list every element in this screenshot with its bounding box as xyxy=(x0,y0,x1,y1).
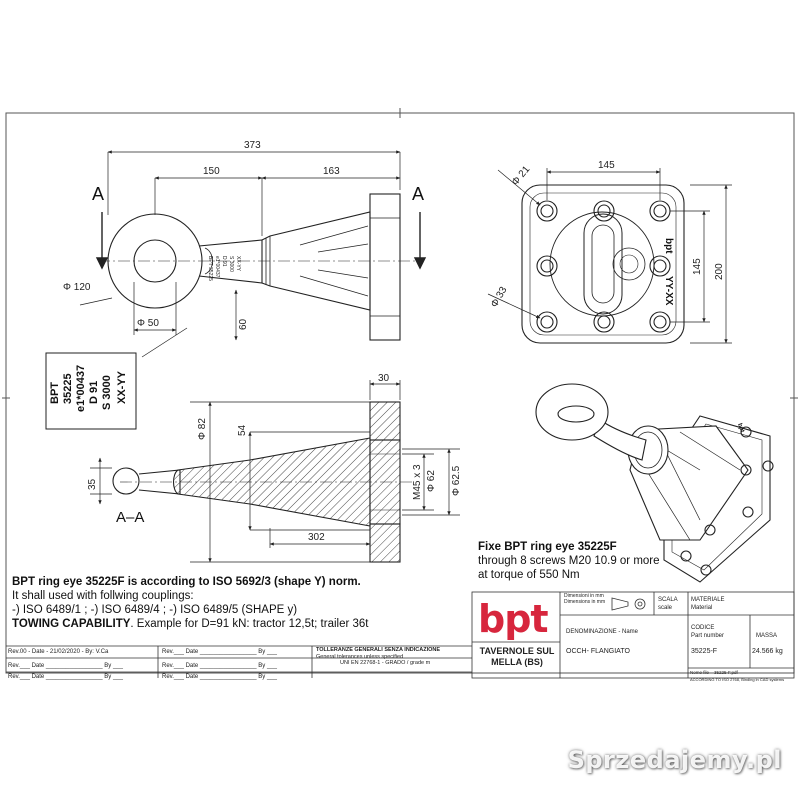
svg-text:S 3000: S 3000 xyxy=(228,256,234,272)
note-couplings-intro: It shall used with follwing couplings: xyxy=(12,590,194,602)
stamp-line-1: BPT xyxy=(49,382,61,404)
watermark: Sprzedajemy.pl xyxy=(567,746,782,774)
name-label: DENOMINAZIONE - Name xyxy=(566,629,639,635)
dim-eye-to-flange: 150 xyxy=(203,166,220,177)
caption-screws: through 8 screws M20 10.9 or more xyxy=(478,555,660,567)
notes-block: BPT ring eye 35225F is according to ISO … xyxy=(12,575,369,631)
stamp-line-2: 35225 xyxy=(62,373,74,404)
name-value: OCCH- FLANGIATO xyxy=(566,648,630,655)
svg-text:bpt: bpt xyxy=(478,597,548,641)
dim-spigot-dia: Φ 82 xyxy=(197,418,208,440)
dim-dia-625: Φ 62.5 xyxy=(451,465,462,496)
dim-bolt-spacing-v: 145 xyxy=(692,258,703,275)
caption-title: Fixe BPT ring eye 35225F xyxy=(478,541,617,553)
caption-torque: at torque of 550 Nm xyxy=(478,569,580,581)
code-label: CODICE Part number xyxy=(691,625,725,639)
revision-row-5: Rev.___ Date _________________ By ___ xyxy=(162,674,277,680)
section-arrow-right xyxy=(413,212,427,270)
scale-label: SCALA scale xyxy=(658,597,678,611)
svg-text:BPT 35225: BPT 35225 xyxy=(207,256,213,281)
svg-text:D 91: D 91 xyxy=(221,256,227,267)
revision-row-0: Rev.00 - Date - 21/02/2020 - By: V.Ca xyxy=(8,649,109,655)
flange-front-view xyxy=(521,184,685,344)
mass-label: MASSA xyxy=(756,633,778,639)
dim-overall-length: 373 xyxy=(244,140,261,151)
dim-shank-dia: 35 xyxy=(87,478,98,490)
dim-flange-hole: Φ 21 xyxy=(510,164,533,188)
section-label-left: A xyxy=(92,184,104,204)
note-towing-example: . Example for D=91 kN: tractor 12,5t; tr… xyxy=(130,618,369,630)
revision-row-3: Rev.___ Date _________________ By ___ xyxy=(162,663,277,669)
note-towing-title: TOWING CAPABILITY xyxy=(12,618,131,630)
revision-row-1: Rev.___ Date _________________ By ___ xyxy=(162,649,277,655)
company-name: TAVERNOLE SUL MELLA (BS) xyxy=(479,646,555,667)
iso-mark: bpt xyxy=(736,423,745,434)
section-label-right: A xyxy=(412,184,424,204)
neck-marking: BPT 35225 e1*00437 D 91 S 3000 XX-YY xyxy=(207,256,241,281)
file-name: Nome file 35225-F.pdf xyxy=(690,670,738,675)
stamp-line-4: D 91 xyxy=(88,381,100,404)
dim-center-bore: Φ 33 xyxy=(489,285,510,310)
flange-mark-2: YY-XX xyxy=(663,276,674,306)
svg-text:e1*00437: e1*00437 xyxy=(214,256,220,278)
revision-row-2: Rev.___ Date _________________ By ___ xyxy=(8,663,123,669)
section-view xyxy=(112,401,412,563)
dim-eye-diameter: Φ 120 xyxy=(63,282,91,293)
mass-value: 24.566 kg xyxy=(752,648,783,655)
section-view-label: A–A xyxy=(116,509,144,526)
iso-view-caption: Fixe BPT ring eye 35225F through 8 screw… xyxy=(478,540,660,582)
dim-step-dia: 54 xyxy=(237,424,248,436)
material-label: MATERIALE Material xyxy=(691,597,725,611)
footnote: ACCORDING TO ISO 2768, Binding in CAD sy… xyxy=(690,677,785,682)
flange-mark-1: bpt xyxy=(663,238,674,254)
bolt-holes xyxy=(536,200,671,333)
dim-thread: M45 x 3 xyxy=(412,464,423,500)
dim-flange-section: 163 xyxy=(323,166,340,177)
title-block-frame xyxy=(6,591,795,679)
isometric-view xyxy=(535,383,774,583)
note-couplings-list: -) ISO 6489/1 ; -) ISO 6489/4 ; -) ISO 6… xyxy=(12,604,298,616)
tolerance-block: TOLLERANZE GENERALI SENZA INDICAZIONE Ge… xyxy=(316,647,441,666)
dim-length-302: 302 xyxy=(308,532,325,543)
marking-stamp: BPT 35225 e1*00437 D 91 S 3000 XX-YY xyxy=(45,352,137,430)
dim-bolt-spacing-h: 145 xyxy=(598,160,615,171)
stamp-line-3: e1*00437 xyxy=(75,365,87,412)
iso-ring-eye xyxy=(535,383,609,441)
dim-eye-height: 60 xyxy=(238,318,249,330)
flange-marking: bpt YY-XX xyxy=(663,238,674,306)
stamp-line-5: S 3000 xyxy=(101,375,113,410)
code-value: 35225-F xyxy=(691,648,718,655)
flange-plate xyxy=(521,184,685,344)
dims-mm-label: Dimensioni in mm Dimensions in mm xyxy=(564,593,606,605)
dim-flange-height: 200 xyxy=(714,263,725,280)
section-arrow-left xyxy=(95,212,109,270)
note-iso-compliance: BPT ring eye 35225F is according to ISO … xyxy=(12,576,361,588)
dim-dia-62: Φ 62 xyxy=(426,470,437,492)
dim-flange-thickness: 30 xyxy=(378,373,390,384)
dim-eye-bore: Φ 50 xyxy=(137,318,159,329)
projection-symbol xyxy=(611,597,646,611)
stamp-line-6: XX-YY xyxy=(116,370,128,404)
svg-text:XX-YY: XX-YY xyxy=(235,256,241,272)
bpt-logo: bpt xyxy=(477,597,557,641)
revision-row-4: Rev.___ Date _________________ By ___ xyxy=(8,674,123,680)
